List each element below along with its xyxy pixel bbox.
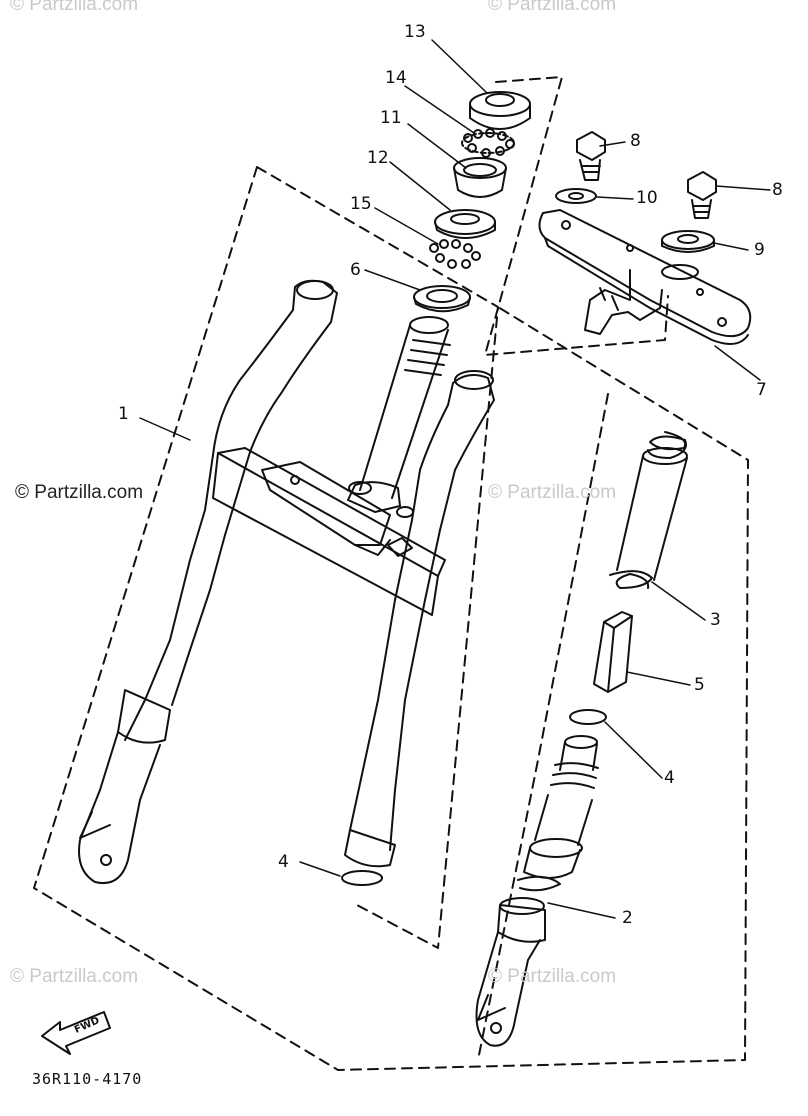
ball-bearings-14 xyxy=(461,128,515,158)
callout-4-left: 4 xyxy=(278,852,289,872)
leader-lines xyxy=(139,39,771,919)
callout-3: 3 xyxy=(710,610,721,630)
callout-1: 1 xyxy=(118,404,129,424)
callout-10: 10 xyxy=(636,188,658,208)
washer-9 xyxy=(661,230,715,253)
fork-group-frame xyxy=(477,393,609,1061)
spring-3 xyxy=(609,431,688,589)
callout-15: 15 xyxy=(350,194,372,214)
callout-11: 11 xyxy=(380,108,402,128)
callout-4-right: 4 xyxy=(664,768,675,788)
watermark-mid-left: © Partzilla.com xyxy=(15,482,144,503)
seal-4-right xyxy=(569,709,607,725)
callout-9: 9 xyxy=(754,240,765,260)
bolt-8-right xyxy=(687,171,717,219)
ball-bearings-15 xyxy=(429,239,481,269)
callout-8-right: 8 xyxy=(772,180,783,200)
bracket-7 xyxy=(538,209,752,345)
washer-10 xyxy=(555,188,597,204)
watermark-top-right: © Partzilla.com xyxy=(488,0,617,15)
callout-14: 14 xyxy=(385,68,407,88)
fwd-arrow-icon xyxy=(41,1011,111,1055)
watermark-top-left: © Partzilla.com xyxy=(10,0,139,15)
callout-8-left: 8 xyxy=(630,131,641,151)
callout-12: 12 xyxy=(367,148,389,168)
dust-seal-6 xyxy=(413,285,471,313)
assembly-frame-left xyxy=(33,166,749,1071)
bolt-8-left xyxy=(576,131,606,181)
diagram-code: 36R110-4170 xyxy=(32,1070,143,1088)
seal-4-left xyxy=(341,870,383,886)
collar-5 xyxy=(593,611,633,693)
callout-13: 13 xyxy=(404,22,426,42)
watermark-mid-right: © Partzilla.com xyxy=(488,482,617,503)
steering-stem-assembly xyxy=(78,279,495,884)
bearing-race-12 xyxy=(434,209,496,239)
callout-6: 6 xyxy=(350,260,361,280)
watermark-bottom-left: © Partzilla.com xyxy=(10,966,139,987)
bearing-race-11 xyxy=(453,157,507,198)
upper-bearing-race-13 xyxy=(469,91,531,130)
damper-rod-2 xyxy=(475,735,599,1047)
callout-2: 2 xyxy=(622,908,633,928)
callout-5: 5 xyxy=(694,675,705,695)
watermark-bottom-right: © Partzilla.com xyxy=(488,966,617,987)
bearing-group-frame xyxy=(484,76,669,356)
callout-7: 7 xyxy=(756,380,767,400)
